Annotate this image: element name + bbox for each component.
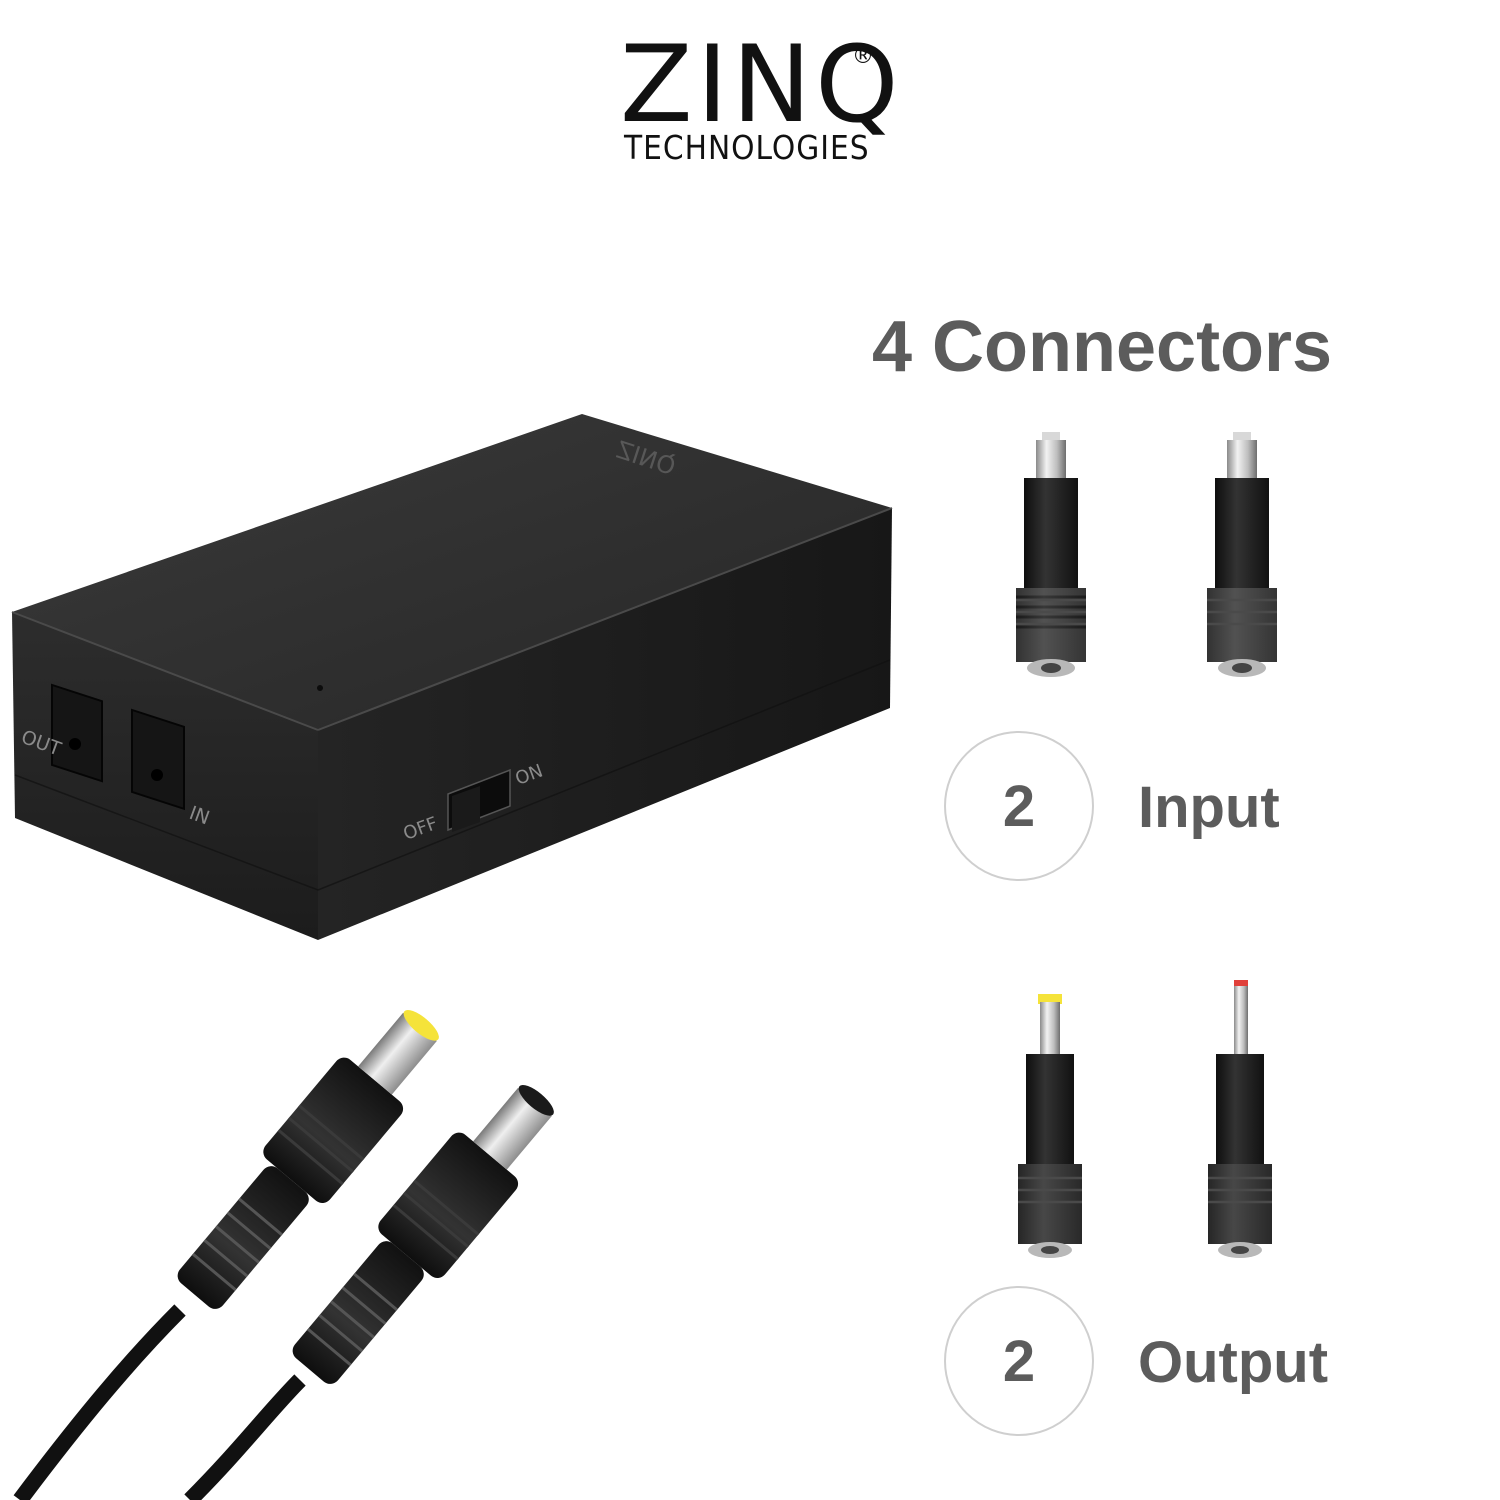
connectors-heading: 4 Connectors [872,307,1333,387]
port-out [51,683,103,783]
port-in [131,708,185,811]
registered-mark: ® [852,44,874,69]
device-top [12,414,892,730]
power-switch[interactable] [447,768,511,832]
dc-cable-black [184,1084,554,1500]
input-connector-1 [1016,432,1086,677]
brand-tagline: TECHNOLOGIES [624,128,870,167]
input-count-circle: 2 [944,731,1094,881]
output-connector-yellow [1018,994,1082,1258]
input-connector-2 [1207,432,1277,677]
output-connector-red [1208,980,1272,1258]
output-label: Output [1138,1330,1329,1395]
brand-logo: ZINQ ® TECHNOLOGIES [600,30,900,170]
output-count-circle: 2 [944,1286,1094,1436]
input-label: Input [1138,775,1280,840]
dc-cable-yellow [13,1009,439,1500]
brand-name: ZINQ [620,23,903,146]
mini-ups-device: ZINQ OUT IN OFF ON [11,414,893,940]
